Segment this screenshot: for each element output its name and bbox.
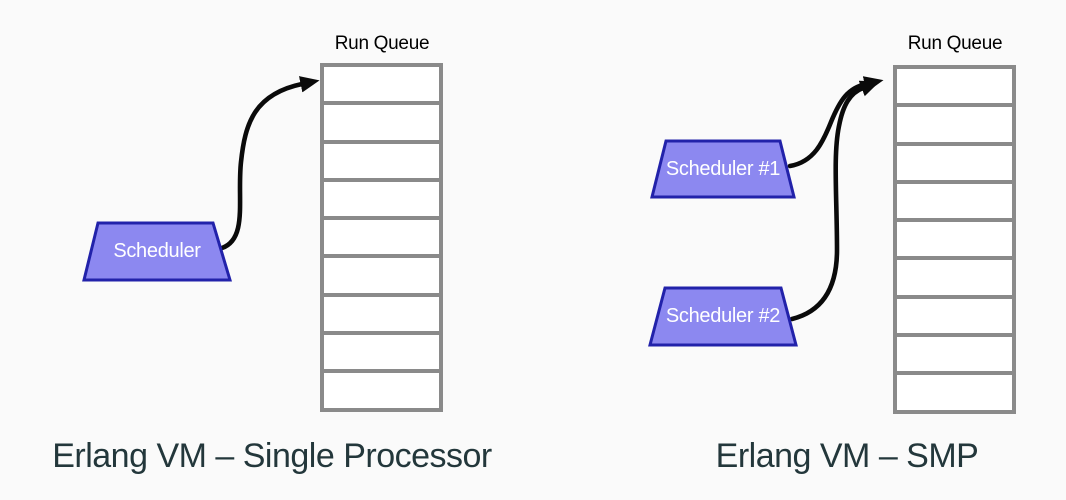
scheduler-label-left: Scheduler xyxy=(113,240,201,262)
queue-cell xyxy=(320,254,443,297)
scheduler-label-2: Scheduler #2 xyxy=(665,305,781,327)
caption-smp: Erlang VM – SMP xyxy=(715,437,979,475)
queue-cell xyxy=(893,103,1016,146)
queue-cell xyxy=(893,179,1016,223)
run-queue-right xyxy=(893,65,1016,414)
scheduler-label-1: Scheduler #1 xyxy=(665,157,781,180)
run-queue-title-left: Run Queue xyxy=(334,33,430,54)
queue-cell xyxy=(320,331,443,374)
queue-cell xyxy=(320,177,443,221)
scheduler-node-left: Scheduler xyxy=(82,221,232,282)
queue-cell xyxy=(893,218,1016,261)
queue-cell xyxy=(320,139,443,182)
queue-cell xyxy=(320,101,443,144)
trapezoid-shape-icon xyxy=(648,286,798,347)
queue-cell xyxy=(893,65,1016,108)
queue-cell xyxy=(893,294,1016,338)
queue-cell xyxy=(320,63,443,106)
arrow-scheduler-to-queue-icon xyxy=(219,76,320,251)
arrow-scheduler1-to-queue-icon xyxy=(787,76,884,169)
queue-cell xyxy=(893,371,1016,414)
trapezoid-shape-icon xyxy=(82,221,232,282)
arrow-scheduler2-to-queue-icon xyxy=(789,80,880,322)
caption-single-processor: Erlang VM – Single Processor xyxy=(52,437,492,475)
run-queue-title-right: Run Queue xyxy=(907,33,1003,54)
run-queue-left xyxy=(320,63,443,412)
queue-cell xyxy=(893,256,1016,299)
queue-cell xyxy=(320,292,443,336)
scheduler-node-1: Scheduler #1 xyxy=(650,139,796,199)
queue-cell xyxy=(320,369,443,412)
queue-cell xyxy=(893,333,1016,376)
queue-cell xyxy=(893,141,1016,184)
trapezoid-shape-icon xyxy=(650,139,796,199)
queue-cell xyxy=(320,216,443,259)
scheduler-node-2: Scheduler #2 xyxy=(648,286,798,347)
